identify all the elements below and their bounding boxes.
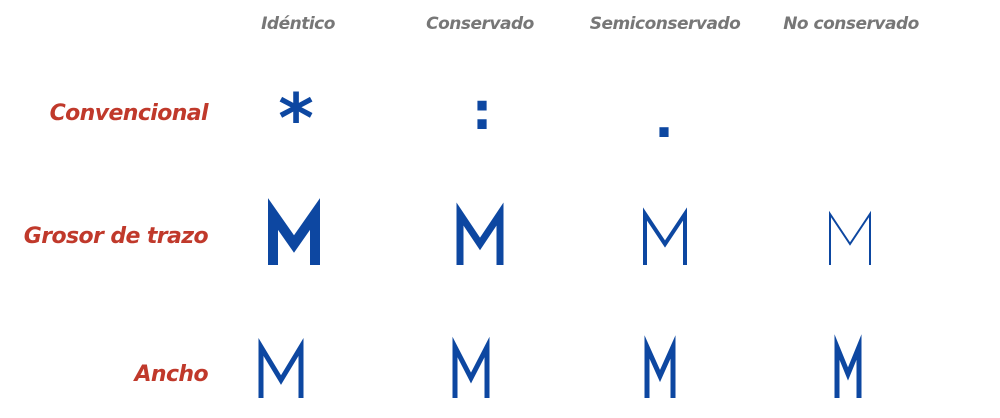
conserved-colon-symbol: : — [471, 82, 493, 142]
stroke-weight-not-conserved-m — [829, 210, 871, 265]
column-header-no-conservado: No conservado — [783, 14, 919, 34]
row-label-convencional: Convencional — [49, 101, 209, 126]
identical-asterisk-symbol: * — [278, 80, 314, 159]
width-semiconserved-m — [644, 335, 676, 398]
width-identical-m — [258, 338, 304, 398]
column-header-conservado: Conservado — [426, 14, 534, 34]
column-header-semiconservado: Semiconservado — [589, 14, 741, 34]
stroke-weight-conserved-m — [456, 202, 504, 265]
stroke-weight-identical-m — [268, 198, 320, 265]
column-header-identico: Idéntico — [261, 14, 335, 34]
width-conserved-m — [452, 336, 490, 398]
semiconserved-period-symbol: . — [654, 90, 674, 150]
row-label-grosor-de-trazo: Grosor de trazo — [23, 224, 209, 249]
stroke-weight-semiconserved-m — [643, 207, 687, 265]
row-label-ancho: Ancho — [134, 362, 208, 387]
width-not-conserved-m — [834, 334, 862, 398]
